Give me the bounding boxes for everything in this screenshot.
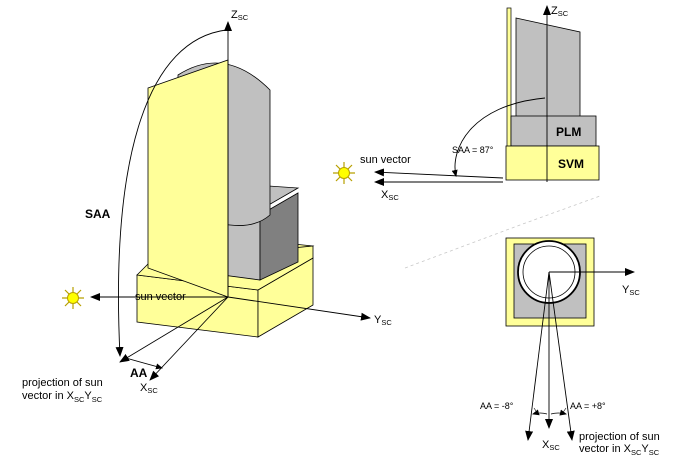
br-projection-line2: vector in XSCYSC — [579, 443, 660, 458]
tr-z-axis-label: ZSC — [551, 5, 569, 18]
br-aa-neg-leader — [533, 407, 539, 415]
tr-plm-box — [510, 115, 597, 147]
left-x-axis-label: XSC — [140, 382, 158, 395]
left-projection-line2: vector in XSCYSC — [22, 390, 103, 405]
br-aa-neg-arc — [532, 409, 548, 416]
left-view — [90, 21, 371, 381]
tr-solar-panel-edge — [506, 7, 512, 149]
left-projection-line — [119, 296, 229, 363]
br-projection-label: projection of sun vector in XSCYSC — [579, 431, 660, 459]
br-projection-line1: projection of sun — [579, 431, 660, 443]
br-aa-pos-arc — [550, 409, 567, 416]
left-aa-arc — [125, 357, 163, 370]
br-aa-pos-leader — [561, 407, 567, 415]
left-x-axis — [149, 296, 229, 381]
sun-icon — [62, 287, 84, 309]
br-y-axis-label: YSC — [622, 284, 640, 297]
left-y-axis — [227, 296, 371, 321]
left-projection-label: projection of sun vector in XSCYSC — [22, 377, 103, 406]
br-aa-negative-label: AA = -8° — [480, 401, 514, 411]
tr-plm-label: PLM — [556, 125, 582, 139]
tr-svm-label: SVM — [558, 157, 585, 171]
br-projection-neg — [525, 271, 550, 441]
tr-svm-box — [505, 145, 600, 181]
tr-x-axis-label: XSC — [381, 189, 399, 202]
left-aa-label: AA — [130, 366, 148, 380]
bottom-right-view — [505, 237, 635, 441]
left-sun-vector-label: sun vector — [135, 291, 186, 303]
tr-sun-vector — [374, 168, 504, 179]
top-right-view — [374, 5, 601, 269]
left-saa-label: SAA — [85, 207, 111, 221]
br-aa-positive-label: AA = +8° — [570, 401, 606, 411]
tr-sun-vector-label: sun vector — [360, 154, 411, 166]
tr-saa-arc — [451, 97, 546, 177]
left-saa-arc — [115, 29, 227, 357]
tr-faint-line — [404, 195, 601, 269]
left-z-axis-label: ZSC — [231, 9, 249, 22]
left-projection-line1: projection of sun — [22, 377, 103, 389]
sun-icon — [333, 162, 355, 184]
left-solar-panel — [147, 59, 229, 298]
tr-body — [515, 17, 581, 119]
br-x-axis-label: XSC — [542, 439, 560, 452]
left-y-axis-label: YSC — [374, 314, 392, 327]
br-projection-pos — [548, 271, 575, 441]
tr-saa-value-label: SAA = 87° — [452, 145, 494, 155]
